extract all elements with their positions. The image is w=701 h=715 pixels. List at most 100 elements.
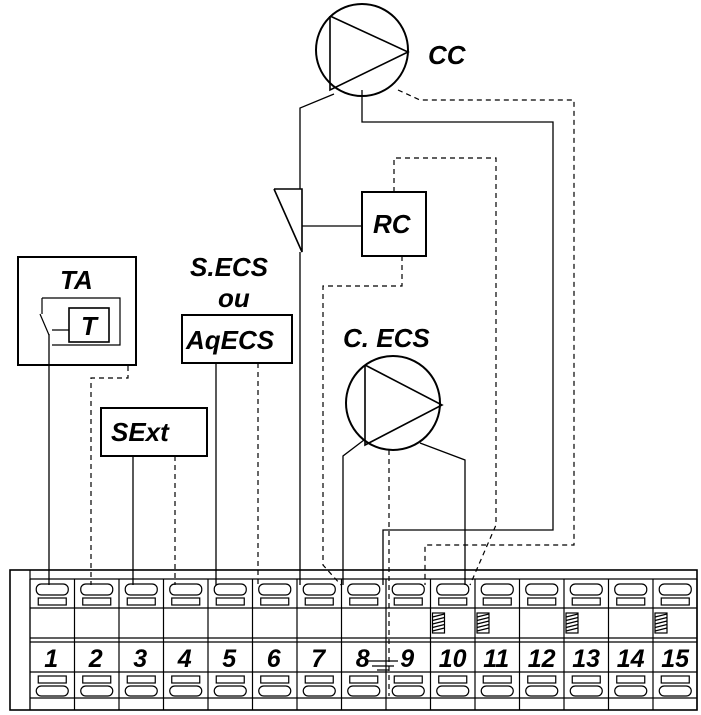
terminal-screw xyxy=(525,685,559,697)
label-aqecs: AqECS xyxy=(185,325,275,355)
resistor-icon xyxy=(565,612,579,634)
terminal-screw xyxy=(124,583,158,596)
terminal-label-12: 12 xyxy=(528,645,556,673)
terminal-screw xyxy=(658,685,692,697)
terminal-screw xyxy=(213,583,247,596)
terminal-slot xyxy=(349,675,379,684)
terminal-label-3: 3 xyxy=(133,645,147,673)
terminal-slot xyxy=(171,675,201,684)
three-way-valve-icon xyxy=(273,188,303,253)
terminal-slot xyxy=(438,675,468,684)
terminal-slot xyxy=(37,597,67,606)
terminal-slot xyxy=(571,675,601,684)
terminal-screw xyxy=(169,685,203,697)
terminal-slot xyxy=(82,675,112,684)
terminal-label-13: 13 xyxy=(572,645,600,673)
terminal-slot xyxy=(82,597,112,606)
terminal-slot xyxy=(171,597,201,606)
terminal-slot xyxy=(304,675,334,684)
terminal-screw xyxy=(480,583,514,596)
terminal-screw xyxy=(569,583,603,596)
terminal-slot xyxy=(616,675,646,684)
terminal-label-2: 2 xyxy=(88,645,103,673)
terminal-screw xyxy=(169,583,203,596)
terminal-screw xyxy=(80,583,114,596)
terminal-screw xyxy=(391,583,425,596)
terminal-screw xyxy=(124,685,158,697)
terminal-slot xyxy=(438,597,468,606)
label-ta: TA xyxy=(60,265,93,295)
terminal-slot xyxy=(660,675,690,684)
terminal-screw xyxy=(347,583,381,596)
terminal-label-7: 7 xyxy=(311,645,326,673)
resistor-icon xyxy=(431,612,446,634)
terminal-screw xyxy=(302,583,336,596)
terminal-slot xyxy=(349,597,379,606)
label-secs: S.ECS xyxy=(190,252,269,282)
terminal-slot xyxy=(215,675,245,684)
label-sext: SExt xyxy=(111,417,170,447)
pump-cecs-icon xyxy=(345,355,444,451)
terminal-screw xyxy=(35,583,69,596)
resistor-icon xyxy=(476,612,490,634)
thermostat-icon xyxy=(39,297,121,346)
terminal-screw xyxy=(525,583,559,596)
wires xyxy=(48,89,575,696)
terminal-label-6: 6 xyxy=(267,645,282,673)
terminal-slot xyxy=(482,597,512,606)
terminal-screw xyxy=(614,685,648,697)
resistor-icon xyxy=(654,612,668,634)
terminal-label-10: 10 xyxy=(439,645,467,673)
terminal-screw xyxy=(35,685,69,697)
label-ou: ou xyxy=(218,283,250,313)
valve-rc-box xyxy=(361,191,427,257)
terminal-slot xyxy=(616,597,646,606)
terminal-label-9: 9 xyxy=(400,645,414,673)
terminal-slot xyxy=(527,597,557,606)
terminal-label-4: 4 xyxy=(177,645,192,673)
terminal-label-5: 5 xyxy=(222,645,237,673)
thermostat-t-box xyxy=(68,307,110,343)
terminal-screw xyxy=(391,685,425,697)
terminal-label-1: 1 xyxy=(44,645,58,673)
label-cecs: C. ECS xyxy=(343,323,430,353)
terminal-slot xyxy=(393,597,423,606)
terminal-label-14: 14 xyxy=(617,645,645,673)
terminal-screw xyxy=(658,583,692,596)
sensor-aqecs-box xyxy=(181,314,293,364)
terminal-slot xyxy=(260,597,290,606)
terminal-slot xyxy=(304,597,334,606)
terminal-screw xyxy=(347,685,381,697)
terminal-slot xyxy=(660,597,690,606)
terminal-slot xyxy=(482,675,512,684)
terminal-slot xyxy=(393,675,423,684)
terminal-screw xyxy=(213,685,247,697)
terminal-slot xyxy=(126,597,156,606)
terminal-label-11: 11 xyxy=(483,645,509,673)
label-t: T xyxy=(81,311,99,341)
terminal-screw xyxy=(258,685,292,697)
terminal-screw xyxy=(80,685,114,697)
label-cc: CC xyxy=(428,40,467,70)
terminal-screw xyxy=(569,685,603,697)
terminal-slot xyxy=(215,597,245,606)
terminal-screw xyxy=(614,583,648,596)
terminal-screw xyxy=(436,583,470,596)
terminal-screw xyxy=(302,685,336,697)
terminal-label-15: 15 xyxy=(661,645,690,673)
terminal-screw xyxy=(480,685,514,697)
pump-cc-icon xyxy=(315,3,410,97)
terminal-slot xyxy=(37,675,67,684)
terminal-slot xyxy=(571,597,601,606)
terminal-slot xyxy=(527,675,557,684)
terminal-block xyxy=(9,569,698,711)
terminal-label-8: 8 xyxy=(356,645,370,673)
ground-icon xyxy=(367,660,398,671)
sensor-sext-box xyxy=(100,407,208,457)
terminal-slot xyxy=(260,675,290,684)
terminal-screw xyxy=(436,685,470,697)
terminal-screw xyxy=(258,583,292,596)
terminal-slot xyxy=(126,675,156,684)
label-rc: RC xyxy=(373,209,412,239)
